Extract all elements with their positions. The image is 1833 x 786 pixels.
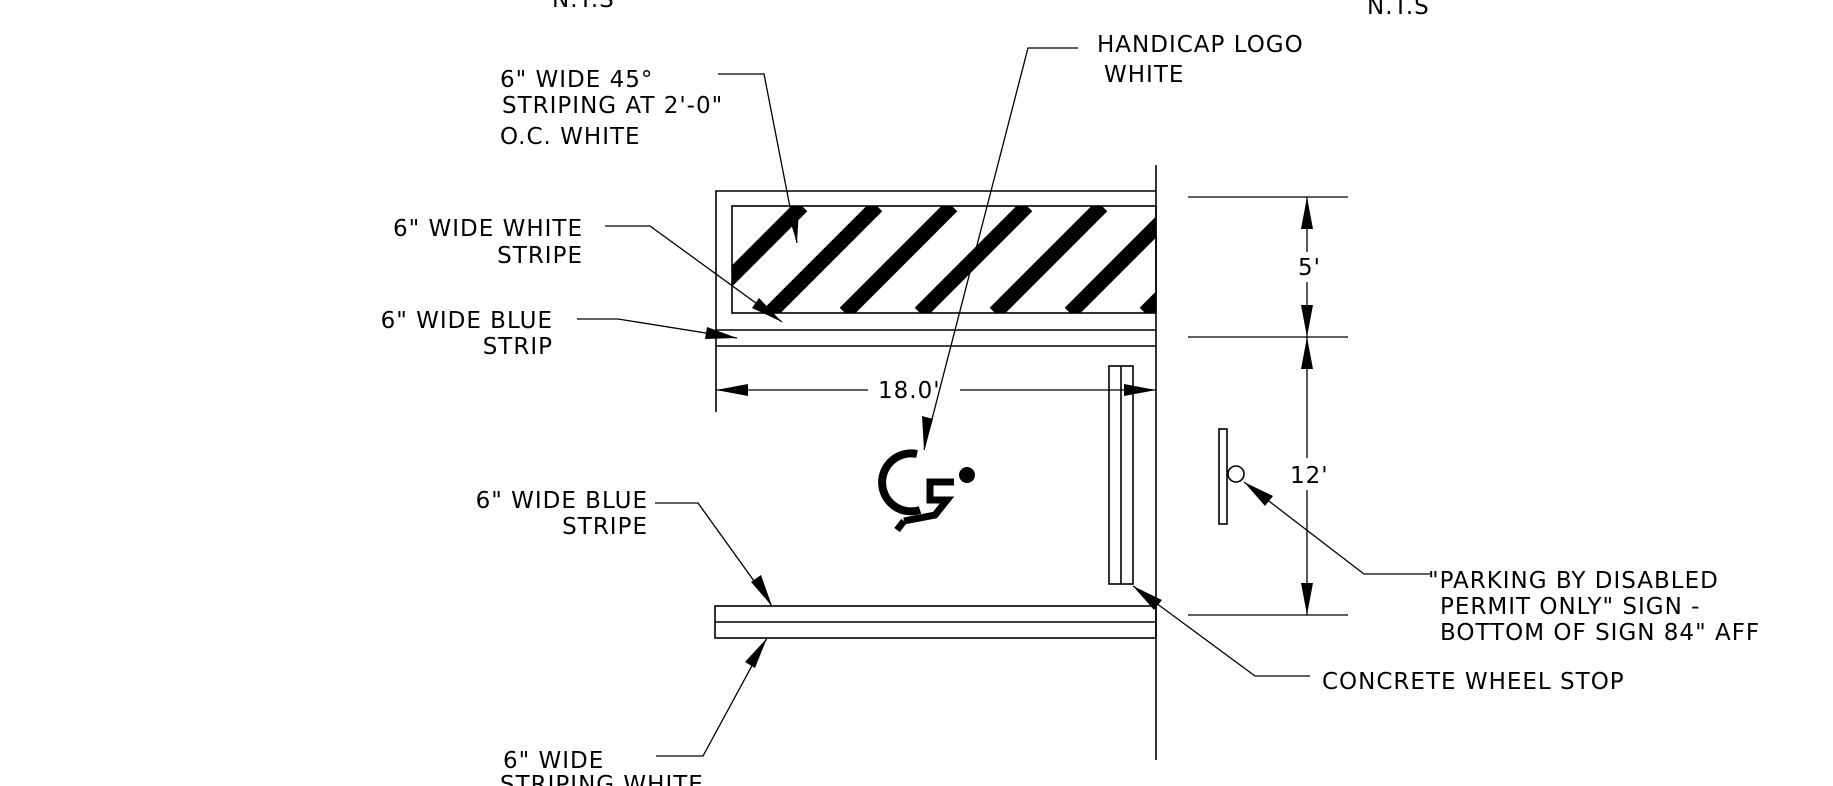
- dimension-width-label: 18.0': [878, 378, 941, 404]
- handicap-logo-icon: [878, 449, 975, 533]
- svg-text:BOTTOM OF SIGN 84" AFF: BOTTOM OF SIGN 84" AFF: [1440, 620, 1760, 646]
- dimension-stall-label: 12': [1290, 463, 1329, 489]
- svg-text:STRIPING AT 2'-0": STRIPING AT 2'-0": [502, 93, 723, 119]
- diagonal-hatch-striping: [732, 206, 1156, 313]
- svg-text:6" WIDE 45°: 6" WIDE 45°: [500, 67, 653, 93]
- svg-text:STRIPING WHITE: STRIPING WHITE: [500, 772, 704, 786]
- callout-sign: "PARKING BY DISABLED PERMIT ONLY" SIGN -…: [1428, 568, 1760, 646]
- svg-text:STRIPE: STRIPE: [497, 243, 583, 269]
- svg-text:6" WIDE BLUE: 6" WIDE BLUE: [476, 488, 648, 514]
- width-dimension: 18.0': [716, 378, 1156, 404]
- right-dimensions: 5' 12': [1188, 196, 1348, 616]
- dimension-aisle-label: 5': [1298, 255, 1321, 281]
- bottom-stall-stripe: [714, 605, 1157, 639]
- svg-text:STRIPE: STRIPE: [562, 514, 648, 540]
- callout-blue-strip: 6" WIDE BLUE STRIP: [381, 308, 553, 360]
- svg-text:WHITE: WHITE: [1104, 62, 1184, 88]
- scale-note-left: N.T.S: [552, 0, 615, 13]
- svg-text:6" WIDE WHITE: 6" WIDE WHITE: [393, 216, 583, 242]
- svg-text:PERMIT ONLY" SIGN -: PERMIT ONLY" SIGN -: [1440, 594, 1700, 620]
- callout-handicap-logo: HANDICAP LOGO WHITE: [1097, 32, 1304, 88]
- svg-text:6" WIDE: 6" WIDE: [503, 748, 604, 774]
- callout-blue-stripe: 6" WIDE BLUE STRIPE: [476, 488, 648, 540]
- svg-text:6" WIDE BLUE: 6" WIDE BLUE: [381, 308, 553, 334]
- svg-text:"PARKING BY DISABLED: "PARKING BY DISABLED: [1428, 568, 1719, 594]
- callout-white-stripe: 6" WIDE WHITE STRIPE: [393, 216, 583, 269]
- svg-text:STRIP: STRIP: [483, 334, 553, 360]
- callout-white-striping: 6" WIDE STRIPING WHITE: [500, 748, 704, 786]
- callout-leaders: [577, 47, 1430, 757]
- disabled-parking-sign: [1218, 428, 1245, 525]
- concrete-wheel-stop: [1108, 365, 1134, 585]
- svg-text:CONCRETE WHEEL STOP: CONCRETE WHEEL STOP: [1322, 669, 1625, 695]
- callout-wheel-stop: CONCRETE WHEEL STOP: [1322, 669, 1625, 695]
- svg-text:HANDICAP LOGO: HANDICAP LOGO: [1097, 32, 1304, 58]
- scale-note-right: N.T.S: [1367, 0, 1430, 20]
- svg-text:O.C. WHITE: O.C. WHITE: [500, 124, 641, 150]
- callout-hatch-striping: 6" WIDE 45° STRIPING AT 2'-0" O.C. WHITE: [500, 67, 723, 150]
